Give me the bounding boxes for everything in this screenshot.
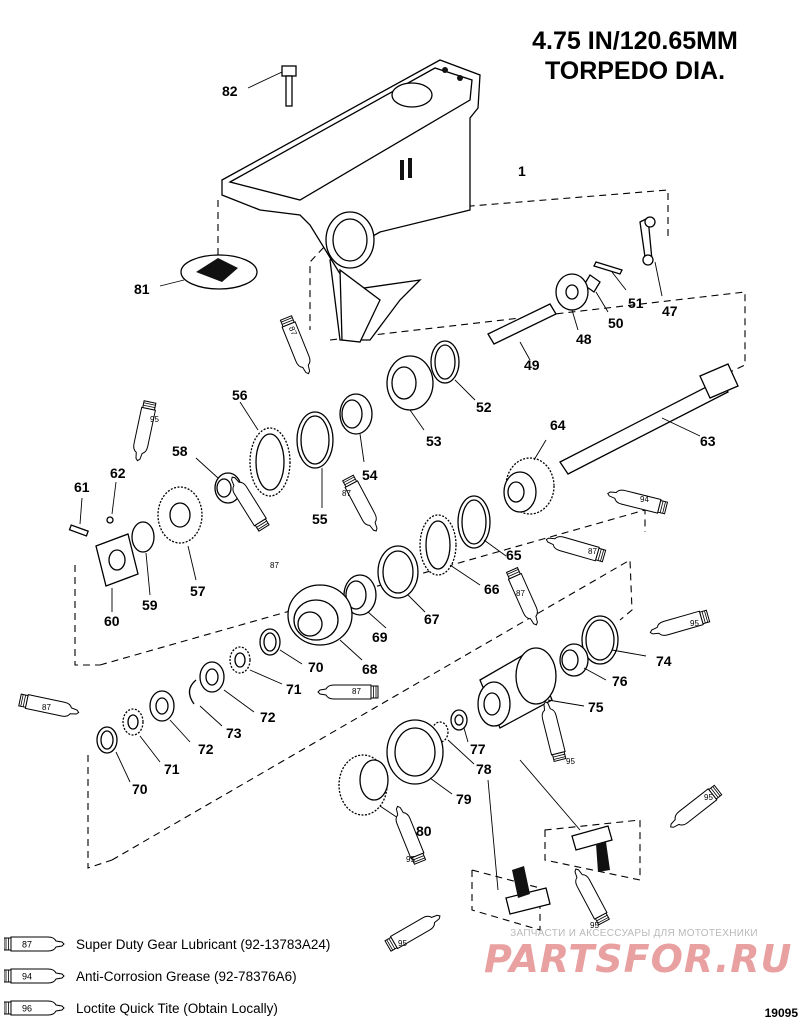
callout-55: 55 — [312, 511, 328, 527]
callout-51: 51 — [628, 295, 644, 311]
tube-icon: 96 — [4, 1000, 65, 1016]
title-line-2: TORPEDO DIA. — [544, 57, 726, 85]
lubricant-legend: 87 Super Duty Gear Lubricant (92-13783A2… — [4, 928, 474, 1024]
tube-label-95f: 95 — [590, 921, 599, 930]
callout-52: 52 — [476, 399, 492, 415]
tube-label-95: 95 — [150, 415, 159, 424]
bearing-69 — [343, 574, 387, 629]
tube-label-87e: 87 — [516, 589, 525, 598]
callout-47: 47 — [662, 303, 678, 319]
tube-label-87f: 87 — [352, 687, 361, 696]
callout-78: 78 — [476, 761, 492, 777]
tube-icon: 94 — [4, 968, 65, 984]
clutch-group-57-62 — [68, 457, 242, 612]
callout-57: 57 — [190, 583, 206, 599]
callout-50: 50 — [608, 315, 624, 331]
callout-1: 1 — [518, 163, 526, 179]
callout-66: 66 — [484, 581, 500, 597]
tube-label-95e: 95 — [406, 855, 415, 864]
callout-79: 79 — [456, 791, 472, 807]
tube-label-95b: 95 — [690, 619, 699, 628]
gear-64 — [503, 439, 555, 515]
legend-text-87: Super Duty Gear Lubricant (92-13783A24) — [76, 936, 331, 952]
callout-77: 77 — [470, 741, 486, 757]
title-line-1: 4.75 IN/120.65MM — [532, 27, 738, 55]
callout-68: 68 — [362, 661, 378, 677]
callout-54: 54 — [362, 467, 378, 483]
tube-label-94: 94 — [640, 495, 649, 504]
callout-81: 81 — [134, 281, 150, 297]
watermark-logo: PARTSFOR.RU — [484, 937, 793, 981]
tube-label-87d: 87 — [270, 561, 279, 570]
drawing-number: 19095 — [764, 1006, 798, 1020]
legend-text-94: Anti-Corrosion Grease (92-78376A6) — [76, 968, 297, 984]
assembly-group-bottom — [487, 759, 613, 915]
callout-75: 75 — [588, 699, 604, 715]
callout-72b: 72 — [198, 741, 214, 757]
callout-60: 60 — [104, 613, 120, 629]
callout-56: 56 — [232, 387, 248, 403]
lower-group-77-80 — [338, 709, 475, 827]
tube-label-95c: 95 — [566, 757, 575, 766]
callout-73: 73 — [226, 725, 242, 741]
callout-62: 62 — [110, 465, 126, 481]
callout-48: 48 — [576, 331, 592, 347]
legend-row-87: 87 Super Duty Gear Lubricant (92-13783A2… — [4, 928, 474, 960]
callout-49: 49 — [524, 357, 540, 373]
carrier-68 — [287, 584, 363, 661]
legend-code-87: 87 — [22, 940, 32, 950]
callout-58: 58 — [172, 443, 188, 459]
shift-parts-47-51 — [487, 216, 663, 361]
watermark-tagline: ЗАПЧАСТИ И АКСЕССУАРЫ ДЛЯ МОТОТЕХНИКИ — [510, 928, 758, 939]
callout-63: 63 — [700, 433, 716, 449]
diagram-title: 4.75 IN/120.65MM TORPEDO DIA. — [470, 26, 800, 86]
part-callouts: 82 1 81 47 51 50 48 49 87 52 53 54 56 95… — [42, 83, 716, 948]
callout-69: 69 — [372, 629, 388, 645]
tube-icon: 87 — [4, 936, 65, 952]
bearing-parts-66-67 — [377, 514, 481, 613]
thrust-parts-55-56 — [239, 401, 334, 508]
callout-61: 61 — [74, 479, 90, 495]
callout-64: 64 — [550, 417, 566, 433]
bearing-group-74-76 — [477, 615, 647, 729]
washer-65 — [457, 495, 507, 557]
tube-label-87c: 87 — [588, 547, 597, 556]
watermark: ЗАПЧАСТИ И АКСЕССУАРЫ ДЛЯ МОТОТЕХНИКИ PA… — [484, 928, 793, 981]
callout-71b: 71 — [164, 761, 180, 777]
tube-label-95d: 95 — [704, 793, 713, 802]
tube-label-95g: 95 — [398, 939, 407, 948]
legend-text-96: Loctite Quick Tite (Obtain Locally) — [76, 1000, 278, 1016]
tube-label-87: 87 — [287, 325, 299, 337]
legend-code-96: 96 — [22, 1004, 32, 1014]
callout-74: 74 — [656, 653, 672, 669]
callout-71: 71 — [286, 681, 302, 697]
callout-76: 76 — [612, 673, 628, 689]
callout-72: 72 — [260, 709, 276, 725]
tube-label-87b: 87 — [342, 489, 351, 498]
callout-65: 65 — [506, 547, 522, 563]
bolt-82 — [247, 65, 297, 107]
legend-row-96: 96 Loctite Quick Tite (Obtain Locally) — [4, 992, 474, 1024]
legend-code-94: 94 — [22, 972, 32, 982]
propeller-shaft-63 — [559, 363, 739, 475]
callout-53: 53 — [426, 433, 442, 449]
callout-70: 70 — [308, 659, 324, 675]
bearing-group-52-54 — [339, 340, 476, 463]
callout-59: 59 — [142, 597, 158, 613]
tube-label-87g: 87 — [42, 703, 51, 712]
callout-67: 67 — [424, 611, 440, 627]
legend-row-94: 94 Anti-Corrosion Grease (92-78376A6) — [4, 960, 474, 992]
anode-81 — [159, 254, 258, 290]
callout-82: 82 — [222, 83, 238, 99]
gear-housing — [221, 59, 481, 343]
callout-80: 80 — [416, 823, 432, 839]
callout-70b: 70 — [132, 781, 148, 797]
shim-group-70-73 — [96, 628, 303, 783]
